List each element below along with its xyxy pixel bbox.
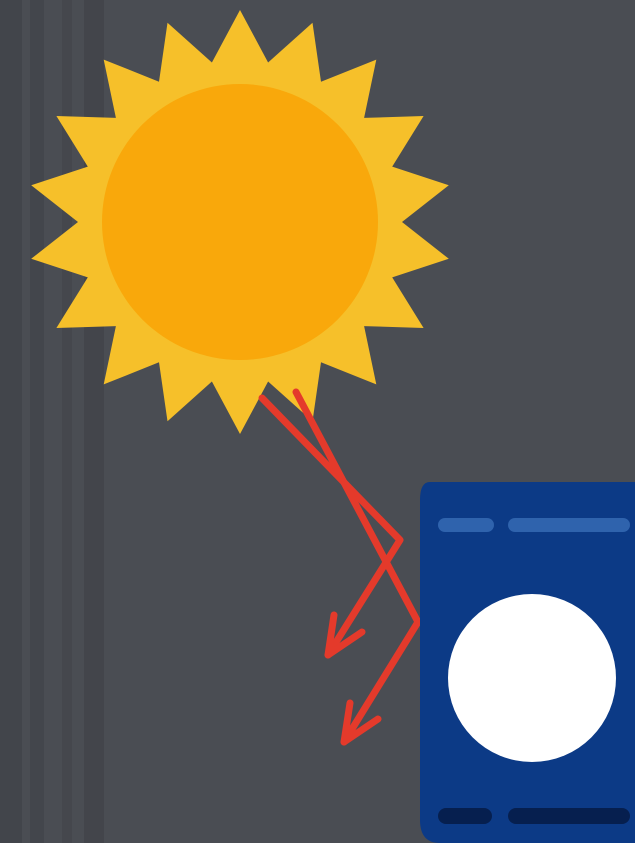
can-bottom-band-long — [508, 808, 630, 824]
sun-core — [102, 84, 378, 360]
can-top-highlight-long — [508, 518, 630, 532]
blue-can-icon — [420, 482, 635, 843]
can-bottom-band-short — [438, 808, 492, 824]
can-top-highlight-short — [438, 518, 494, 532]
can-label-circle — [448, 594, 616, 762]
